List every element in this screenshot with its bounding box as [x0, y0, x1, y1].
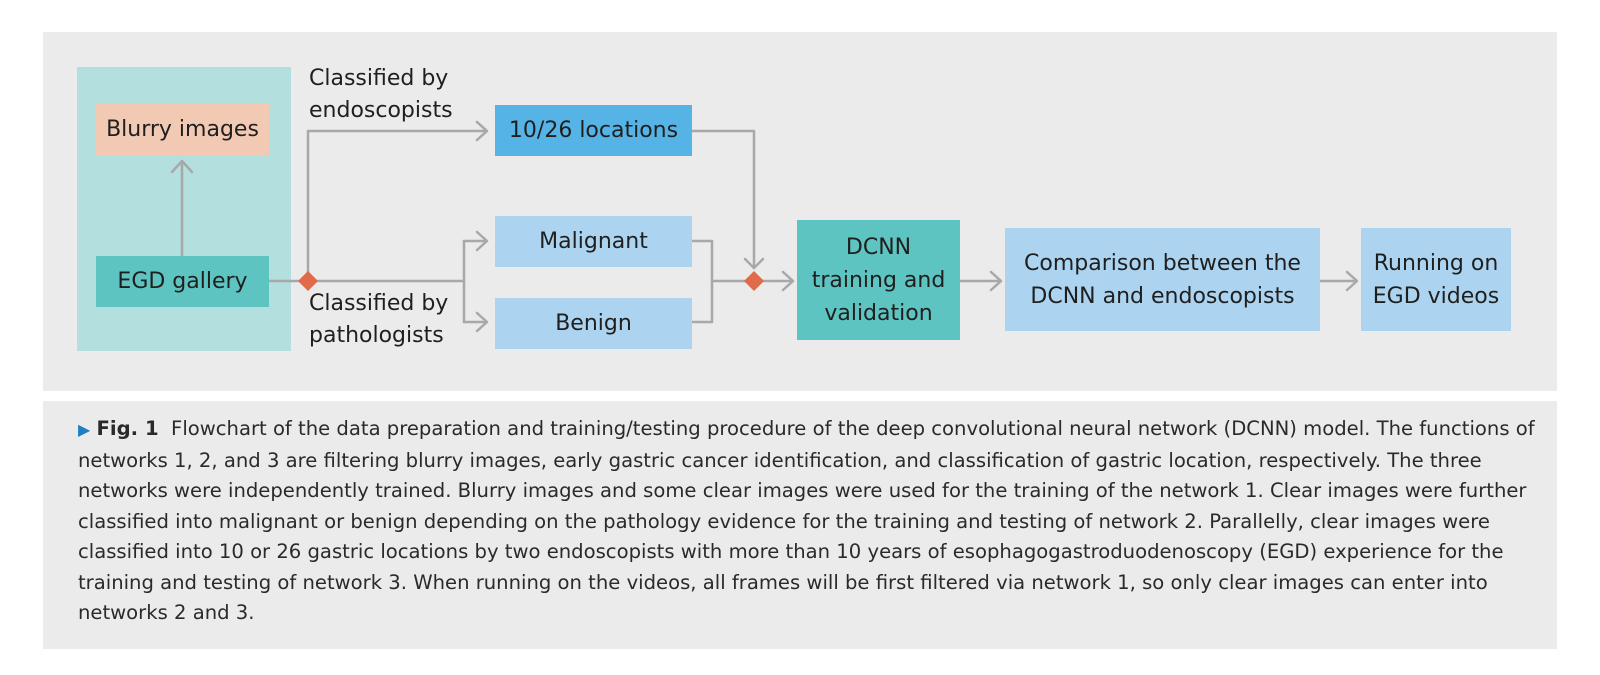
arrowhead-blurry — [170, 159, 194, 174]
blurry-images-node: Blurry images — [96, 104, 269, 156]
junction-diamond-right — [744, 271, 764, 291]
connector-malignant-out — [690, 239, 714, 324]
arrowhead-locations-down — [743, 257, 765, 270]
benign-node: Benign — [495, 298, 692, 349]
figure-label: Fig. 1 — [96, 417, 159, 440]
malignant-node: Malignant — [495, 216, 692, 267]
caption-text: Flowchart of the data preparation and tr… — [78, 417, 1535, 624]
connector-to-locations — [306, 129, 488, 283]
junction-diamond-left — [298, 271, 318, 291]
running-node: Running on EGD videos — [1361, 228, 1511, 331]
locations-node: 10/26 locations — [495, 105, 692, 156]
caption-marker-icon: ▶ — [78, 420, 91, 439]
egd-gallery-node: EGD gallery — [96, 256, 269, 307]
dcnn-training-node: DCNN training and validation — [797, 220, 960, 340]
connector-locations-down — [690, 129, 756, 270]
classified-by-pathologists-label: Classified by pathologists — [309, 291, 449, 348]
figure-caption: ▶ Fig. 1 Flowchart of the data preparati… — [78, 414, 1558, 629]
caption-panel — [43, 401, 1557, 649]
classified-by-endoscopists-label: Classified by endoscopists — [309, 66, 453, 123]
arrowhead-comparison — [989, 270, 1003, 292]
arrowhead-benign — [475, 311, 489, 333]
arrowhead-locations — [475, 120, 489, 142]
arrowhead-malignant — [475, 230, 489, 252]
comparison-node: Comparison between the DCNN and endoscop… — [1005, 228, 1320, 331]
arrowhead-running — [1345, 270, 1359, 292]
arrowhead-dcnn — [781, 270, 795, 292]
